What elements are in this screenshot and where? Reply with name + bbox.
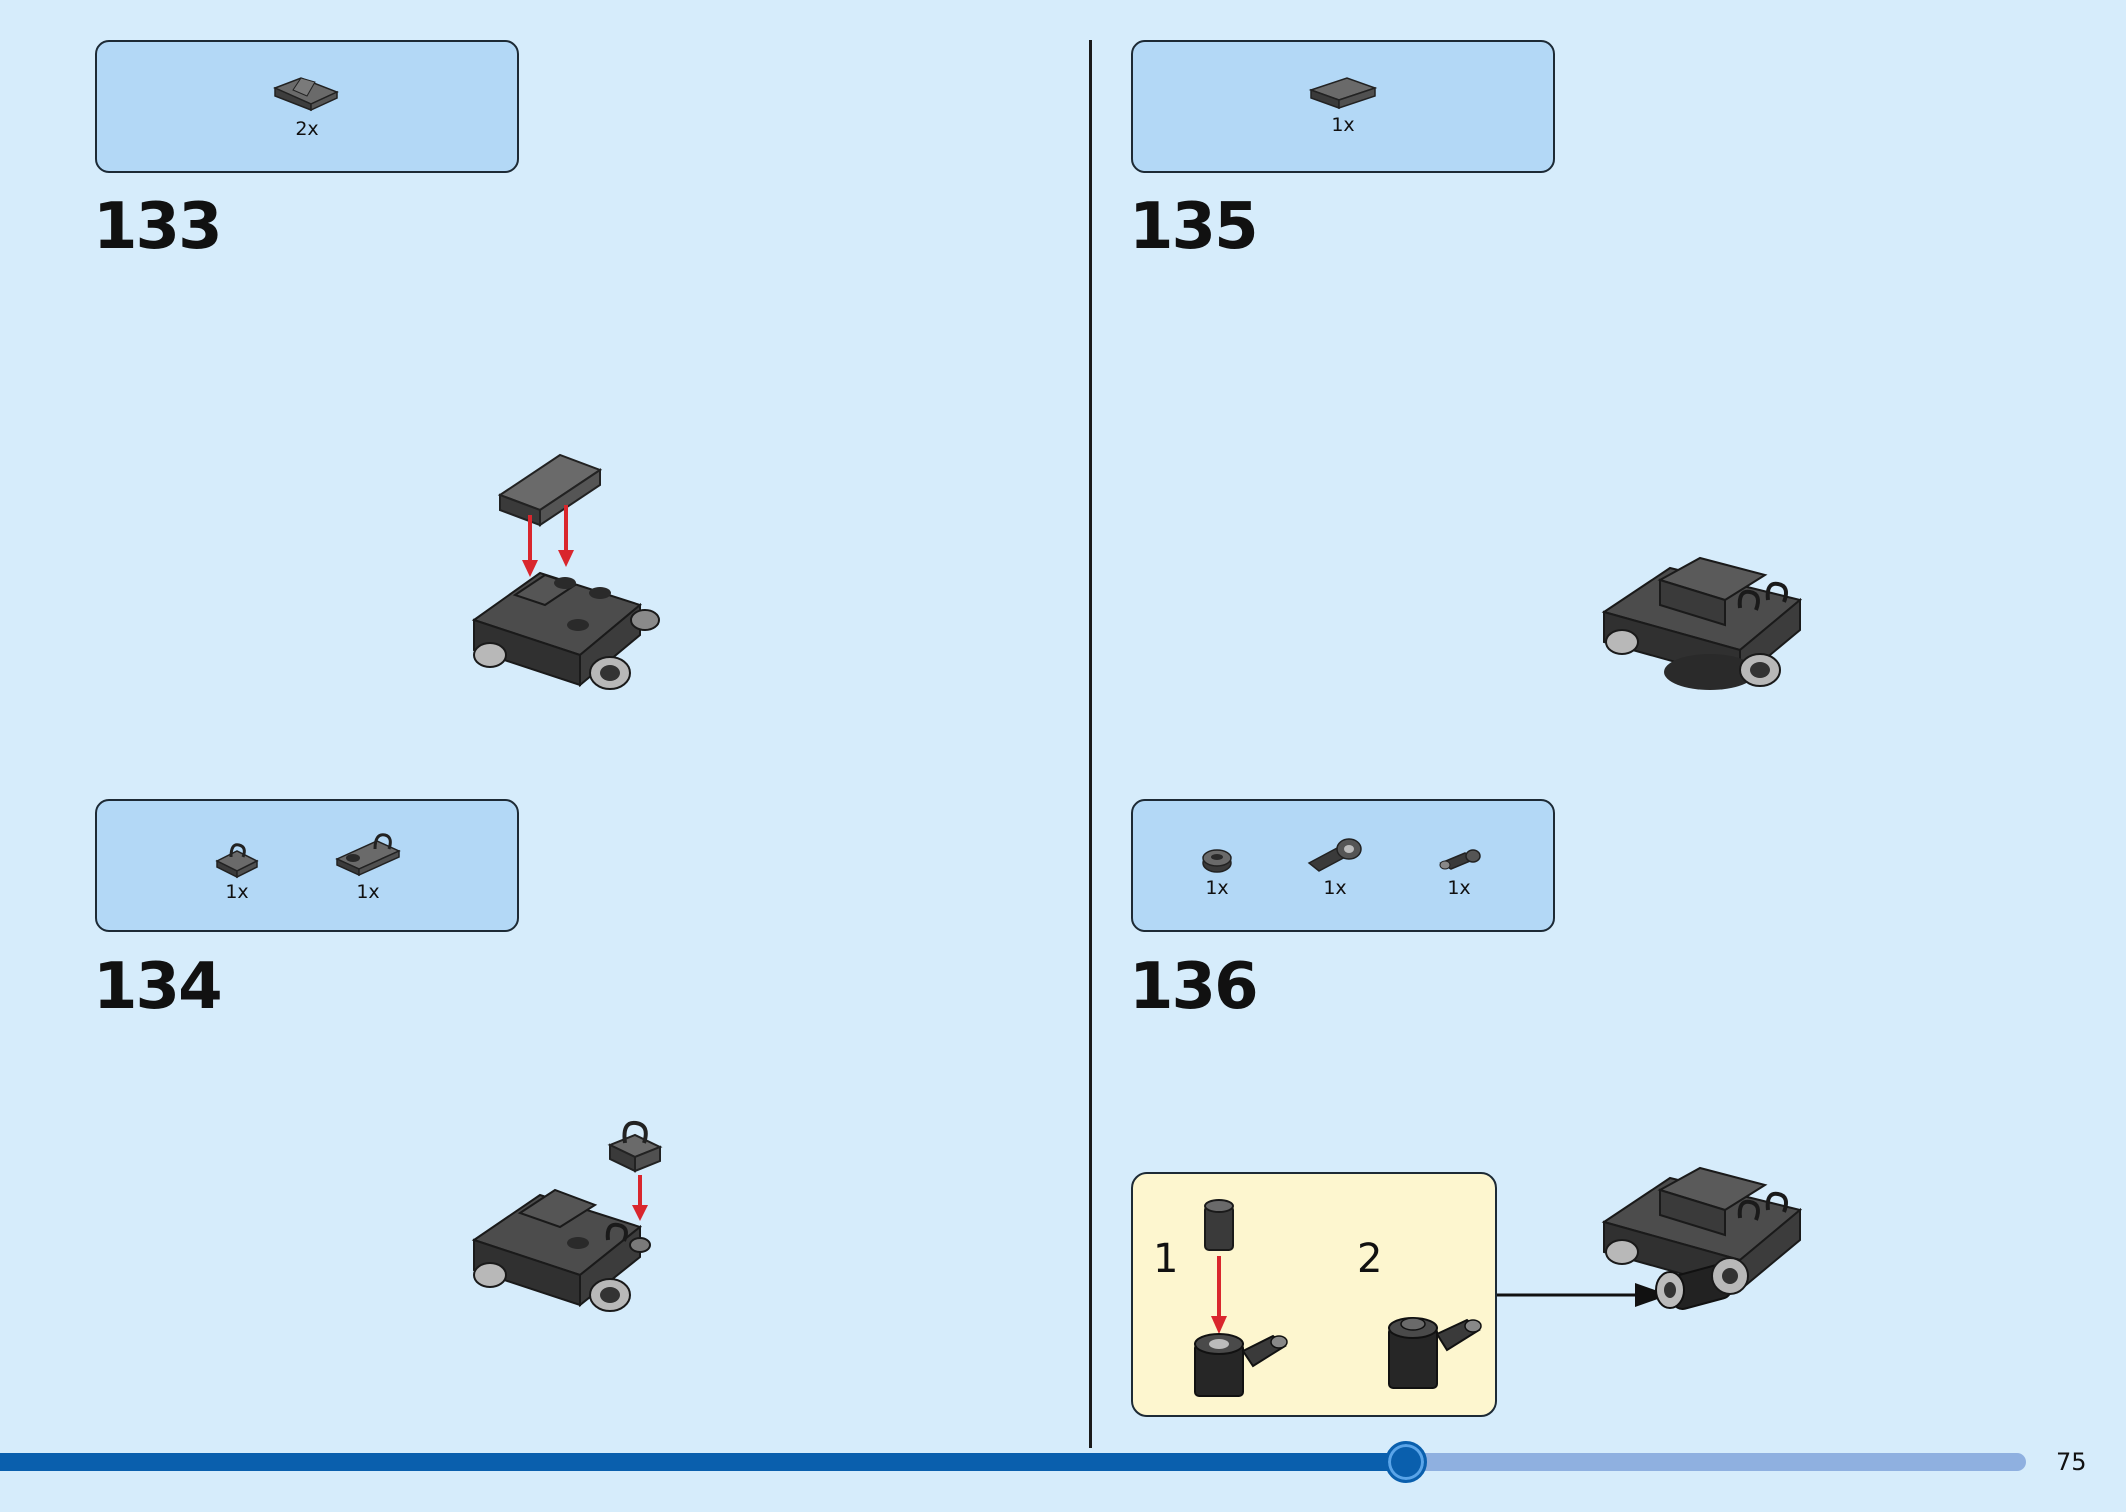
parts-list-134: 1x 1x xyxy=(95,799,519,932)
round-stud-icon xyxy=(1202,849,1232,873)
model-step-133 xyxy=(471,453,660,690)
technic-connector-icon xyxy=(1307,838,1362,872)
sub-assembly-box: 1 2 xyxy=(1131,1172,1497,1417)
part-item: 1x xyxy=(1303,833,1367,899)
step-number: 135 xyxy=(1129,190,1259,264)
step-number: 133 xyxy=(93,190,223,264)
part-qty: 1x xyxy=(1323,877,1347,899)
part-item: 1x xyxy=(1307,72,1379,136)
parts-list-136: 1x 1x 1x xyxy=(1131,799,1555,932)
model-step-136 xyxy=(1601,1166,1803,1310)
substep-number-1: 1 xyxy=(1153,1236,1179,1282)
clip-plate-long-icon xyxy=(335,833,401,877)
slope-brick-icon xyxy=(273,77,339,112)
callout-arrow xyxy=(1497,1283,1669,1307)
progress-knob xyxy=(1385,1441,1427,1483)
part-item: 1x xyxy=(1199,845,1235,899)
tile-plate-icon xyxy=(1308,77,1378,110)
part-qty: 1x xyxy=(1205,877,1229,899)
substep-1-illustration xyxy=(1194,1199,1288,1397)
progress-bar xyxy=(0,1441,2026,1483)
part-qty: 1x xyxy=(356,881,380,903)
part-item: 1x xyxy=(333,829,403,903)
part-qty: 2x xyxy=(295,118,319,140)
step-number: 134 xyxy=(93,950,223,1024)
parts-list-133: 2x xyxy=(95,40,519,173)
model-step-135 xyxy=(1601,556,1803,690)
part-qty: 1x xyxy=(1331,114,1355,136)
part-qty: 1x xyxy=(225,881,249,903)
part-item: 1x xyxy=(1435,843,1483,899)
clip-plate-icon xyxy=(215,843,259,879)
parts-list-135: 1x xyxy=(1131,40,1555,173)
substep-2-illustration xyxy=(1388,1317,1482,1389)
part-item: 2x xyxy=(271,72,343,140)
page-number: 75 xyxy=(2056,1448,2087,1476)
part-qty: 1x xyxy=(1447,877,1471,899)
page-divider xyxy=(1089,40,1092,1448)
part-item: 1x xyxy=(213,839,261,903)
progress-fill xyxy=(0,1453,1406,1471)
pin-icon xyxy=(1439,849,1481,870)
step-number: 136 xyxy=(1129,950,1259,1024)
substep-number-2: 2 xyxy=(1357,1236,1383,1282)
model-step-134 xyxy=(471,1120,663,1312)
